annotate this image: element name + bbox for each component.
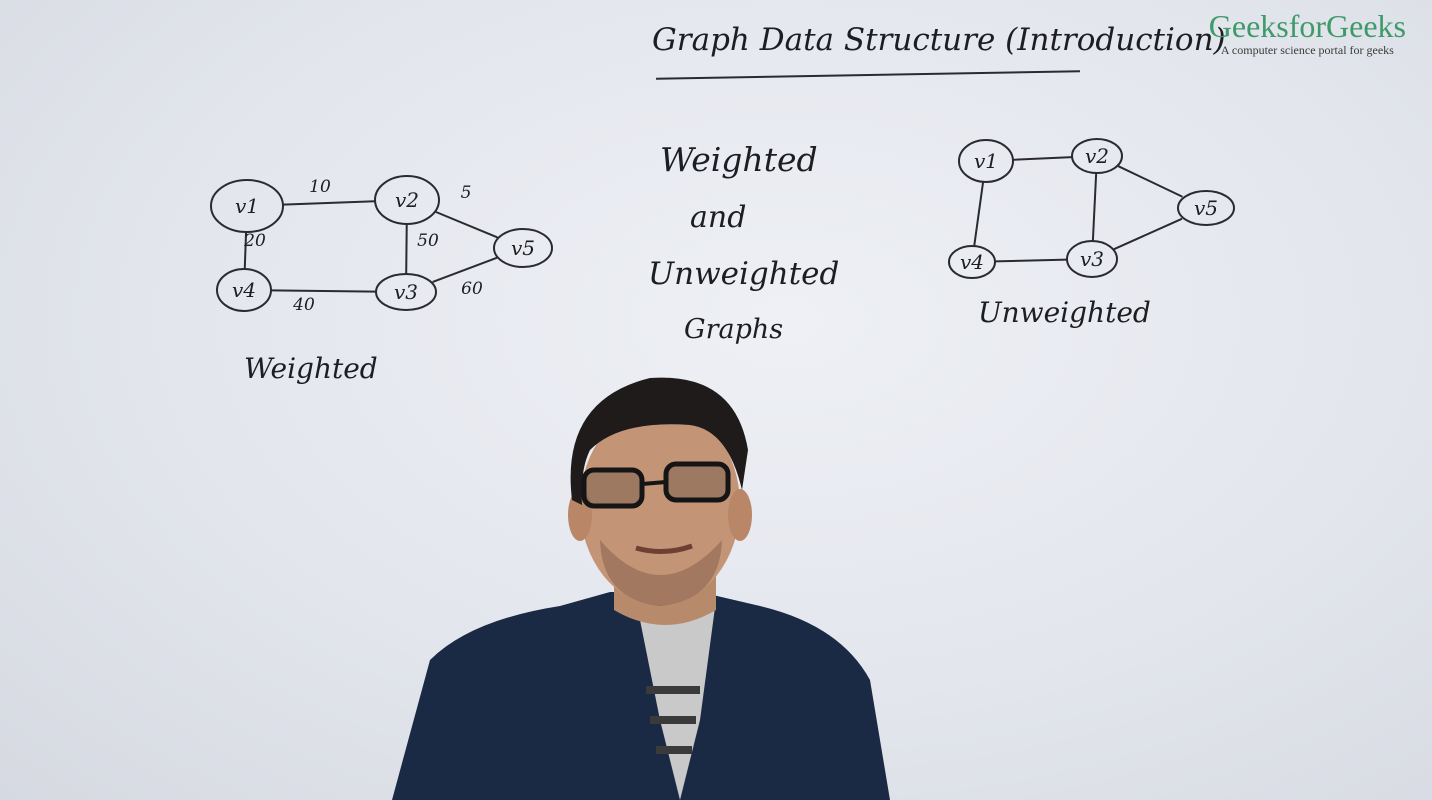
unweighted-node-v2 xyxy=(1071,138,1123,174)
weighted-weight-v1-v4: 20 xyxy=(243,231,266,251)
weighted-caption: Weighted xyxy=(244,352,378,385)
presenter-jacket xyxy=(392,592,890,800)
weighted-weight-v2-v5: 5 xyxy=(461,183,472,203)
weighted-edge-v2-v3 xyxy=(405,223,408,275)
weighted-edge-v3-v5 xyxy=(432,256,498,283)
weighted-node-v1 xyxy=(210,179,284,233)
weighted-weight-v1-v2: 10 xyxy=(309,177,331,197)
unweighted-graph: v1 v2 v3 v4 v5 xyxy=(948,138,1235,279)
brand-name: GeeksforGeeks xyxy=(1208,8,1406,44)
unweighted-edge-v3-v5 xyxy=(1113,218,1183,251)
page-title: Graph Data Structure (Introduction) xyxy=(652,22,1226,58)
brand-logo: GeeksforGeeks A computer science portal … xyxy=(1209,8,1406,56)
weighted-edge-v1-v4 xyxy=(243,231,248,270)
center-line-3: Unweighted xyxy=(648,256,840,292)
weighted-edge-v4-v3 xyxy=(269,289,378,293)
weighted-weight-v2-v3: 50 xyxy=(417,231,439,251)
unweighted-node-v4 xyxy=(948,245,996,279)
unweighted-node-label-v3: v3 xyxy=(1080,247,1104,271)
presenter-face xyxy=(580,405,740,605)
unweighted-edge-v1-v2 xyxy=(1011,156,1074,161)
weighted-node-v3 xyxy=(375,273,437,311)
weighted-node-label-v3: v3 xyxy=(394,280,418,304)
unweighted-node-v5 xyxy=(1177,190,1235,226)
presenter-glasses xyxy=(581,467,645,509)
weighted-node-v5 xyxy=(493,228,553,268)
weighted-weight-v4-v3: 40 xyxy=(292,295,315,315)
weighted-edge-v2-v5 xyxy=(435,211,498,239)
weighted-node-label-v4: v4 xyxy=(232,278,256,302)
unweighted-node-v3 xyxy=(1066,240,1118,278)
brand-tagline: A computer science portal for geeks xyxy=(1220,43,1394,57)
unweighted-edge-v2-v5 xyxy=(1117,165,1183,198)
weighted-weight-v3-v5: 60 xyxy=(461,279,483,299)
weighted-node-v4 xyxy=(216,268,272,312)
weighted-node-label-v1: v1 xyxy=(235,194,259,218)
unweighted-node-v1 xyxy=(958,139,1014,183)
center-line-2: and xyxy=(690,200,747,235)
unweighted-edge-v4-v3 xyxy=(993,258,1069,263)
center-line-1: Weighted xyxy=(660,140,818,179)
weighted-node-label-v5: v5 xyxy=(511,236,535,260)
weighted-node-v2 xyxy=(374,175,440,225)
presenter-hair xyxy=(570,377,748,505)
unweighted-caption: Unweighted xyxy=(978,296,1151,329)
unweighted-edge-v2-v3 xyxy=(1091,172,1098,242)
center-line-4: Graphs xyxy=(684,314,784,345)
weighted-edge-v1-v2 xyxy=(281,200,377,206)
weighted-graph: 10 20 5 50 40 60 v1 v2 v3 v4 v5 xyxy=(210,175,553,315)
unweighted-edge-v1-v4 xyxy=(973,181,985,247)
unweighted-node-label-v1: v1 xyxy=(974,149,998,173)
unweighted-node-label-v2: v2 xyxy=(1085,144,1109,168)
unweighted-node-label-v4: v4 xyxy=(960,250,984,274)
unweighted-node-label-v5: v5 xyxy=(1194,196,1218,220)
presenter-shirt xyxy=(636,600,716,800)
weighted-node-label-v2: v2 xyxy=(395,188,419,212)
